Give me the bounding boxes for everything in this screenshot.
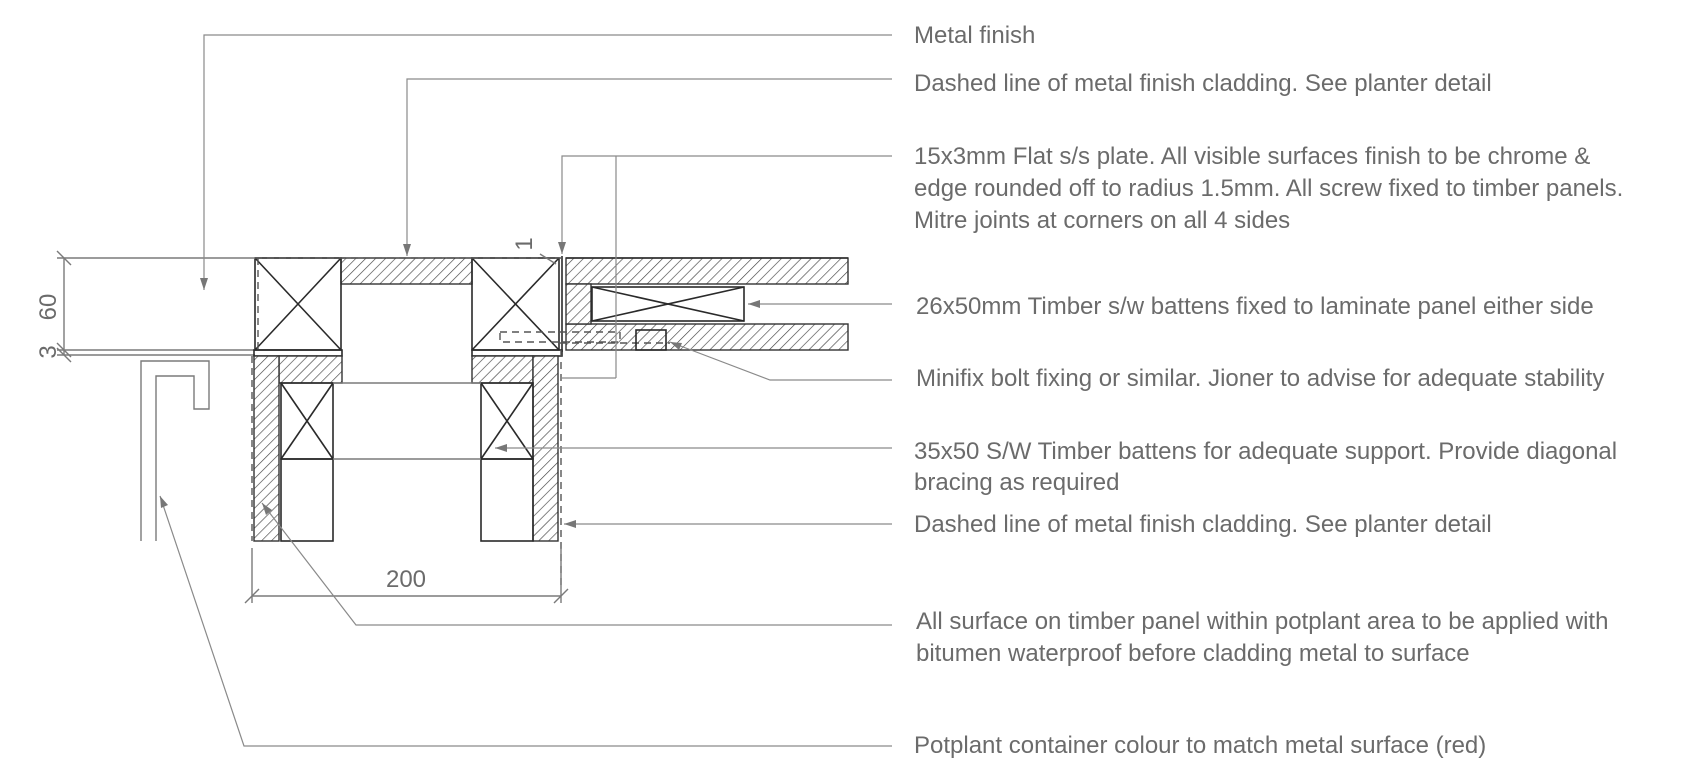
note-battens-35x50-line2: bracing as required xyxy=(914,469,1119,496)
right-panel-end-block xyxy=(565,283,592,325)
note-plate-line3: Mitre joints at corners on all 4 sides xyxy=(914,207,1290,234)
dim-60-label: 60 xyxy=(35,294,62,321)
potplant-container xyxy=(140,360,210,541)
note-plate-line1: 15x3mm Flat s/s plate. All visible surfa… xyxy=(914,143,1590,170)
dim-3-label: 3 xyxy=(35,345,62,358)
note-plate-line2: edge rounded off to radius 1.5mm. All sc… xyxy=(914,175,1623,202)
annotations: Metal finish Dashed line of metal finish… xyxy=(914,22,1623,759)
timber-batten-35x50-right xyxy=(480,382,534,542)
note-metal-finish: Metal finish xyxy=(914,22,1035,49)
timber-batten-35x50-left xyxy=(280,382,334,542)
note-bitumen-line1: All surface on timber panel within potpl… xyxy=(916,608,1608,635)
note-dashed-cladding-side: Dashed line of metal finish cladding. Se… xyxy=(914,511,1492,538)
top-laminate-panel xyxy=(340,257,473,285)
timber-batten-top-right xyxy=(471,257,560,351)
ss-plate-right xyxy=(471,349,563,357)
right-laminate-panel-bottom xyxy=(565,323,849,351)
note-battens-26x50: 26x50mm Timber s/w battens fixed to lami… xyxy=(916,293,1594,320)
minifix-bolt xyxy=(499,329,670,351)
section-drawing: 60 3 1 200 xyxy=(35,237,849,604)
ss-plate-left xyxy=(253,349,343,357)
right-laminate-panel-top xyxy=(565,257,849,285)
leader-lines xyxy=(159,34,892,747)
timber-batten-top-left xyxy=(254,257,342,351)
note-battens-35x50-line1: 35x50 S/W Timber battens for adequate su… xyxy=(914,438,1617,465)
note-dashed-cladding-top: Dashed line of metal finish cladding. Se… xyxy=(914,70,1492,97)
dim-1-label: 1 xyxy=(511,237,538,250)
timber-batten-26x50 xyxy=(591,286,745,322)
note-bitumen-line2: bitumen waterproof before cladding metal… xyxy=(916,640,1470,667)
dim-200-label: 200 xyxy=(386,566,426,593)
dim-200 xyxy=(244,548,569,604)
note-minifix: Minifix bolt fixing or similar. Jioner t… xyxy=(916,365,1604,392)
note-potplant: Potplant container colour to match metal… xyxy=(914,732,1486,759)
dim-60 xyxy=(56,250,100,363)
